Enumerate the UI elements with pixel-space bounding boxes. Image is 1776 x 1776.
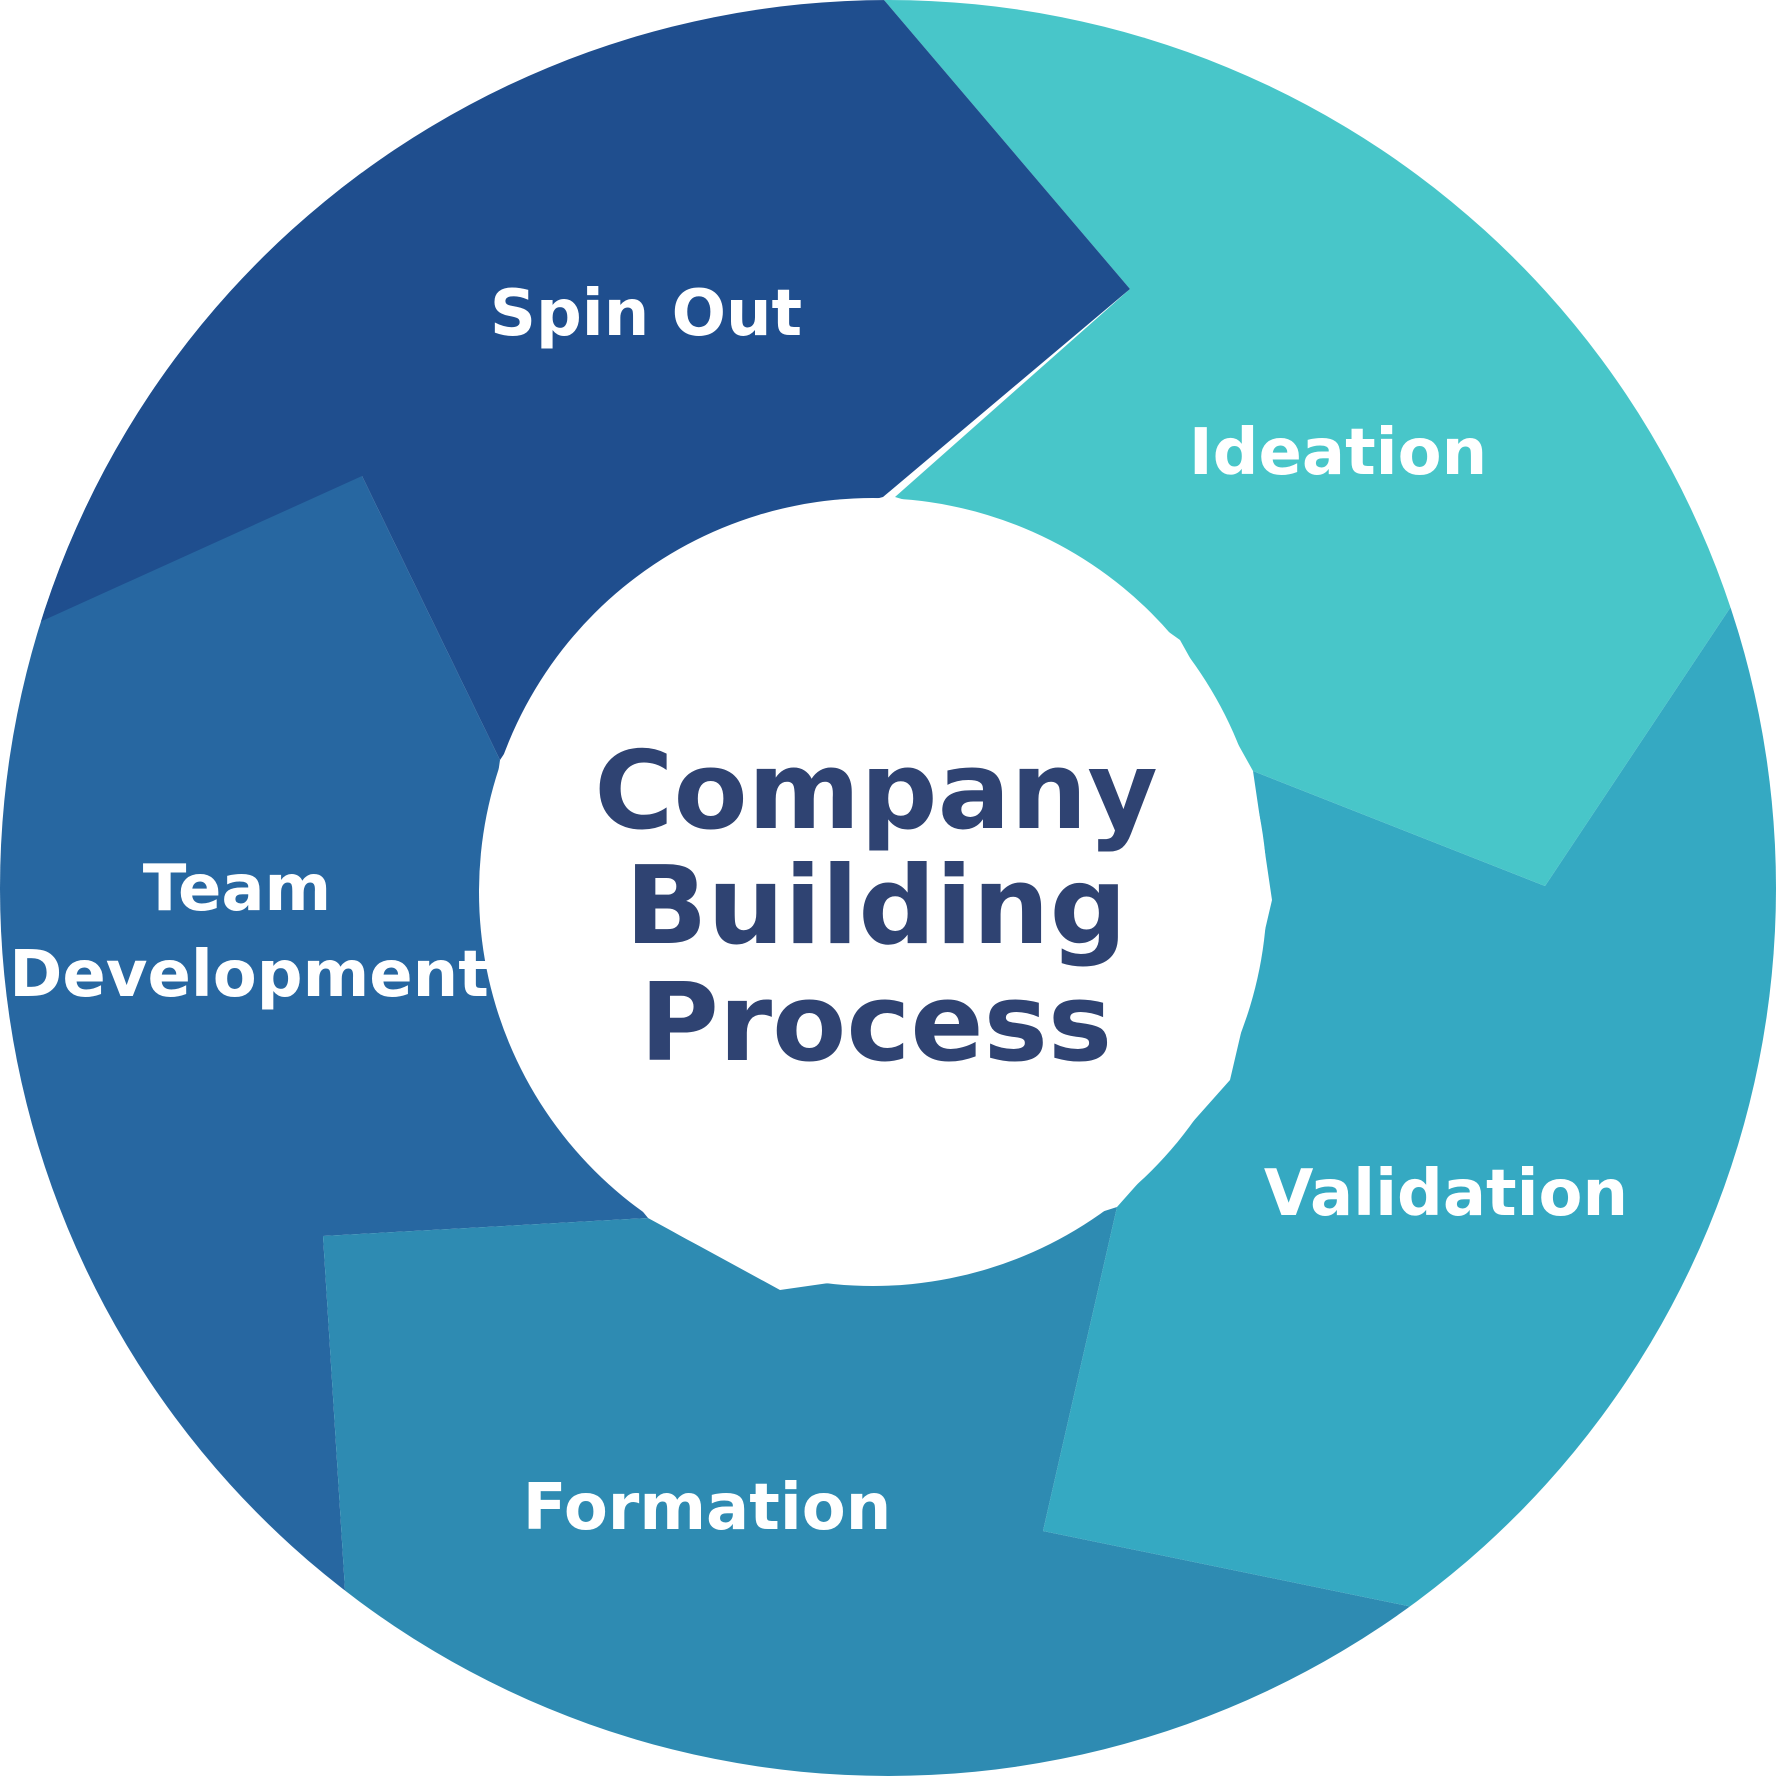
segment-formation [0, 1207, 1776, 1776]
label-team-development-line2: Development [9, 938, 489, 1012]
center-title-line1: Company [594, 729, 1157, 854]
label-ideation: Ideation [1189, 416, 1487, 490]
center-title-line2: Building [625, 844, 1127, 969]
label-team-development-line1: Team [143, 852, 331, 926]
label-validation: Validation [1264, 1157, 1628, 1231]
center-circle [479, 498, 1267, 1286]
center-title-line3: Process [640, 961, 1112, 1086]
label-formation: Formation [523, 1471, 892, 1545]
label-spin-out: Spin Out [490, 277, 802, 351]
